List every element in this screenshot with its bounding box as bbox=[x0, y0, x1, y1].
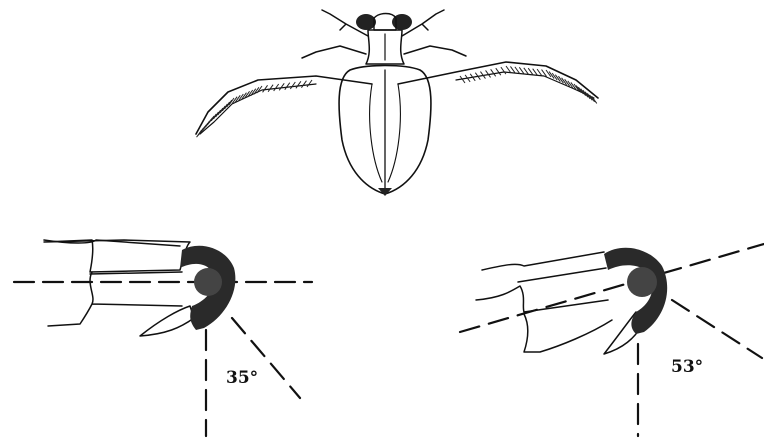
swimming-hair bbox=[296, 81, 301, 88]
swimming-hair bbox=[279, 83, 284, 90]
swimming-hair bbox=[301, 81, 306, 88]
left-joint-center bbox=[194, 268, 222, 296]
right-joint-panel bbox=[460, 244, 764, 436]
elytra-inner-left bbox=[370, 84, 382, 182]
right-angle-label: 53° bbox=[671, 357, 703, 377]
beetle-drawing bbox=[196, 10, 598, 196]
right-swimming-hairs bbox=[460, 66, 597, 103]
right-joint-center bbox=[627, 267, 657, 297]
swimming-hair bbox=[263, 85, 268, 92]
swimming-hair bbox=[307, 80, 312, 87]
swimming-hair bbox=[268, 85, 273, 92]
right-midleg bbox=[404, 46, 466, 56]
right-angle-line bbox=[672, 300, 762, 358]
left-swimming-hairs bbox=[197, 80, 312, 137]
left-joint-panel bbox=[14, 240, 312, 436]
left-hindleg bbox=[196, 76, 372, 134]
right-leg-segment-upper bbox=[476, 252, 608, 312]
swimming-hair bbox=[501, 67, 506, 74]
swimming-hair bbox=[274, 84, 279, 91]
swimming-hair bbox=[285, 83, 290, 90]
left-leg-lower-segment bbox=[140, 306, 194, 336]
swimming-hair bbox=[496, 68, 501, 75]
left-eye bbox=[356, 14, 376, 30]
swimming-hair bbox=[491, 69, 496, 76]
left-angle-label: 35° bbox=[226, 368, 258, 388]
left-midleg bbox=[302, 46, 366, 58]
elytra-inner-right bbox=[388, 84, 400, 182]
swimming-hair bbox=[290, 82, 295, 89]
